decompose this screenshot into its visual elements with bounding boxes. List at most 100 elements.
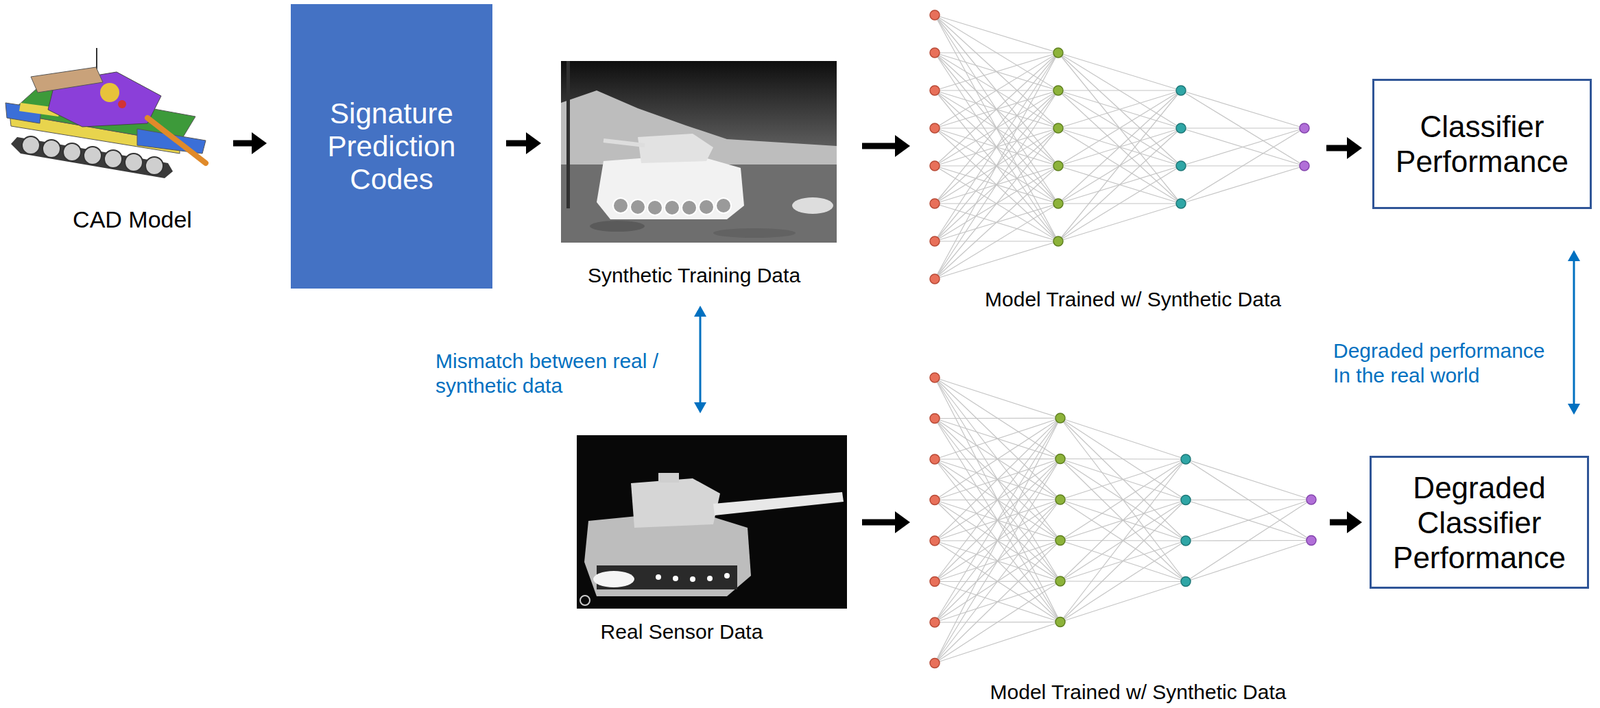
network-link [934, 52, 1059, 242]
flow-arrow [233, 132, 267, 155]
dot [655, 574, 662, 581]
network-link [1180, 127, 1305, 129]
treeline [560, 90, 837, 165]
network-panel: Model Trained w/ Synthetic Data [929, 10, 1314, 313]
arrowhead [894, 135, 911, 158]
network-neuron [1306, 495, 1317, 505]
tank-turret [630, 478, 721, 529]
connector-line [506, 140, 529, 147]
network-link [934, 419, 1061, 542]
arrowhead [526, 132, 542, 155]
arrowhead [694, 305, 707, 317]
network-neuron [1055, 536, 1066, 546]
network-link [934, 419, 1061, 583]
arrowhead [694, 402, 707, 414]
network-link [934, 15, 1059, 53]
network-link [934, 52, 1059, 242]
network-link [934, 203, 1059, 280]
ground-patch [713, 228, 796, 238]
network-neuron [1180, 536, 1191, 546]
network-link [934, 15, 1059, 204]
network [929, 10, 1310, 284]
network-link [934, 15, 1059, 166]
connector-line [699, 314, 702, 405]
sky [560, 61, 837, 243]
network-link [934, 52, 1059, 129]
wheel [124, 153, 143, 172]
network-link [1060, 541, 1186, 623]
network-link [1060, 459, 1186, 542]
caption: CAD Model [72, 205, 193, 234]
caption: Synthetic Training Data [587, 263, 801, 289]
network-link [1060, 459, 1186, 582]
network-neuron [1180, 495, 1191, 506]
network-link [1060, 459, 1186, 623]
network-link [1060, 459, 1186, 542]
network-neuron [1055, 617, 1066, 628]
neural-networks [929, 10, 1317, 669]
network-link [934, 15, 1059, 242]
network-link [934, 419, 1061, 501]
real-image [576, 435, 847, 610]
network-link [934, 418, 1061, 501]
network-link [1185, 459, 1312, 542]
network-link [934, 52, 1059, 166]
network-link [934, 417, 1061, 420]
network-neuron [1055, 413, 1066, 424]
wheel [715, 198, 732, 214]
network-link [934, 418, 1061, 583]
dot [672, 576, 679, 582]
network-link [1060, 458, 1186, 461]
network-neuron [1180, 577, 1191, 588]
network-neuron [929, 10, 940, 20]
network-link [1060, 582, 1186, 623]
network-link [1060, 418, 1186, 501]
edge-label: Mismatch between real / synthetic data [435, 349, 683, 399]
network-link [1180, 128, 1305, 204]
network-neuron [929, 198, 940, 209]
background [576, 435, 847, 610]
network-link [1180, 90, 1305, 129]
tank-barrel [603, 140, 645, 146]
box-label: Classifier Performance [1385, 109, 1579, 179]
pole [566, 61, 570, 209]
tank-turret [637, 133, 714, 164]
wheel [630, 199, 646, 215]
network-link [934, 419, 1061, 460]
network-neuron [1176, 161, 1186, 171]
network-neuron [1055, 495, 1066, 505]
network-neuron [929, 161, 940, 171]
network-link [1060, 500, 1186, 623]
wheel [42, 139, 61, 158]
network-link [1185, 459, 1312, 500]
cad-tank [5, 48, 206, 179]
network-link [1058, 90, 1181, 166]
network-link [1058, 52, 1181, 166]
network-neuron [1055, 454, 1066, 465]
wheel [681, 200, 697, 216]
network-link [1060, 418, 1186, 460]
dot [689, 576, 696, 583]
network-link [934, 418, 1061, 542]
network-link [1058, 90, 1181, 242]
network-link [1185, 541, 1312, 583]
result-box: Classifier Performance [1372, 78, 1592, 210]
network-link [934, 128, 1059, 280]
network-link [934, 377, 1061, 582]
network-link [1058, 165, 1181, 242]
network-neuron [929, 495, 940, 506]
caption: Model Trained w/ Synthetic Data [984, 287, 1282, 313]
network-link [1185, 500, 1312, 542]
box-label: Signature Prediction Codes [301, 97, 482, 197]
double-arrow [1567, 250, 1581, 415]
network-neuron [1053, 198, 1064, 209]
flow-arrow [506, 132, 542, 155]
network-link [1060, 418, 1186, 542]
double-arrow [694, 305, 707, 414]
network-link [934, 418, 1061, 664]
icon [580, 595, 590, 606]
network-link [1060, 459, 1186, 500]
network-neuron [929, 85, 940, 96]
network-link [1180, 90, 1305, 166]
connector-line [233, 140, 255, 147]
